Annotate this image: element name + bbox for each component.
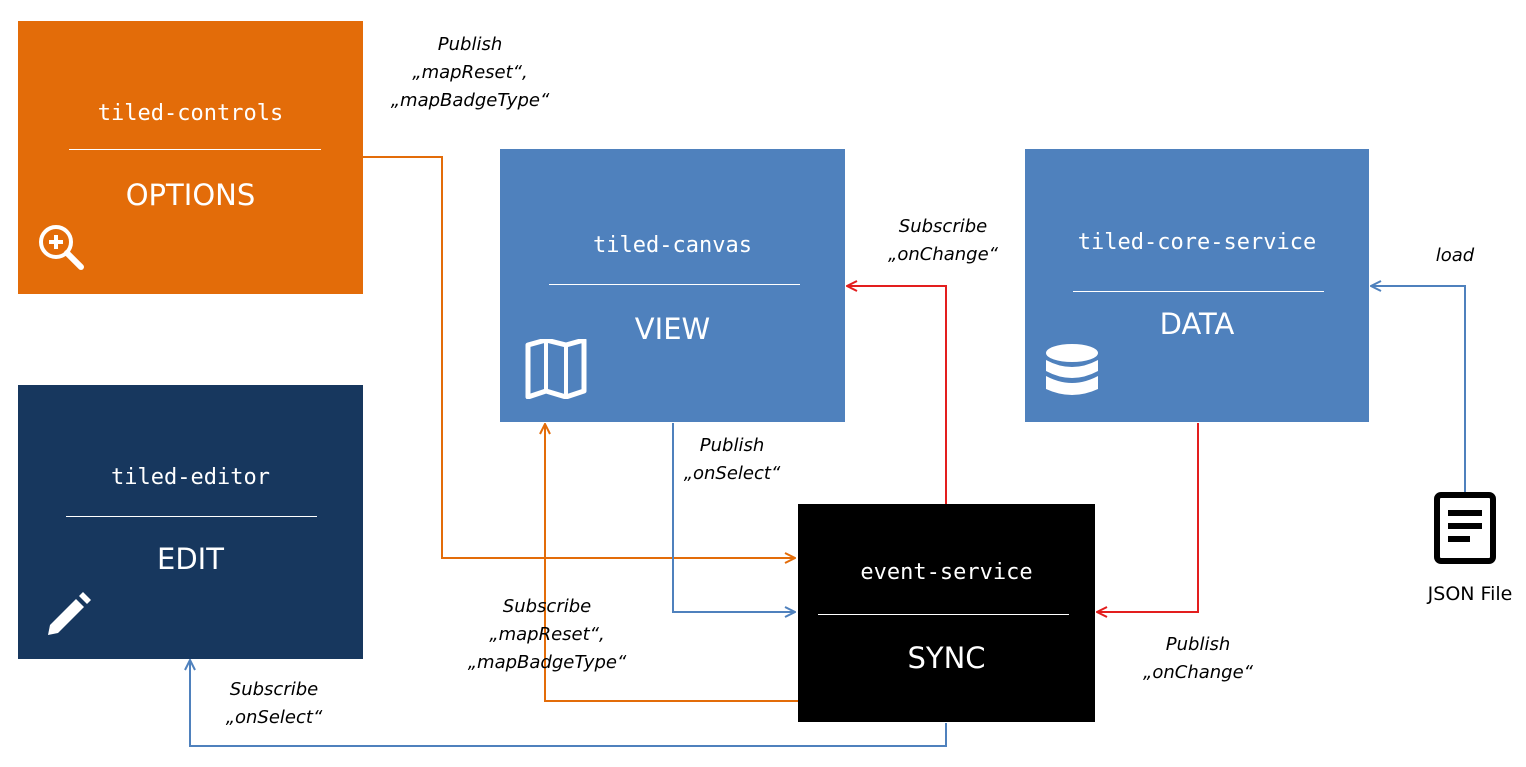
label-sync-to-edit: Subscribe „onSelect“ [194,676,354,732]
label-line: „mapReset“, [489,624,605,645]
edge-options-to-sync [363,156,795,558]
label-line: Subscribe [898,216,988,237]
node-options-code: tiled-controls [97,101,284,126]
node-sync-code: event-service [860,560,1033,585]
label-line: „mapReset“, [412,62,528,83]
edge-json-to-data [1371,286,1466,494]
node-data-divider [1073,291,1324,292]
node-edit-code: tiled-editor [111,465,270,490]
label-line: Publish [1165,634,1231,655]
edge-sync-to-view-red [847,286,947,504]
json-file-label: JSON File [1427,583,1513,605]
node-options: tiled-controls OPTIONS [18,21,363,294]
node-data-role: DATA [1159,307,1235,341]
pencil-icon [48,592,91,635]
node-sync-divider [818,614,1069,615]
label-line: Subscribe [229,679,319,700]
node-options-divider [69,149,321,150]
node-edit-role: EDIT [157,542,224,576]
database-icon [1046,344,1098,395]
label-line: Publish [699,435,765,456]
map-icon [525,339,587,399]
node-edit-divider [66,516,317,517]
edge-data-to-sync [1097,423,1199,612]
node-view-code: tiled-canvas [593,233,752,258]
node-sync-role: SYNC [907,641,986,675]
node-options-role: OPTIONS [125,178,256,212]
label-line: „mapBadgeType“ [467,652,627,673]
document-icon [1434,492,1496,564]
node-sync: event-service SYNC [798,504,1095,722]
edge-sync-to-view-orange [545,424,799,702]
label-line: „onChange“ [888,244,998,265]
node-view-role: VIEW [634,312,711,346]
label-line: Subscribe [502,596,592,617]
label-line: „mapBadgeType“ [390,90,550,111]
label-line: „onSelect“ [683,463,781,484]
label-sync-to-view-orange: Subscribe „mapReset“, „mapBadgeType“ [447,593,647,677]
node-data: tiled-core-service DATA [1025,149,1369,422]
node-view: tiled-canvas VIEW [500,149,845,422]
edge-sync-to-edit [190,660,947,747]
label-line: „onChange“ [1143,662,1253,683]
node-edit: tiled-editor EDIT [18,385,363,659]
zoom-in-icon [39,225,84,270]
label-view-to-sync: Publish „onSelect“ [652,432,812,488]
node-view-divider [549,284,800,285]
edge-view-to-sync [672,423,795,612]
label-line: „onSelect“ [225,707,323,728]
label-data-to-sync: Publish „onChange“ [1118,631,1278,687]
label-line: load [1435,245,1475,266]
label-line: Publish [437,34,503,55]
label-options-to-sync: Publish „mapReset“, „mapBadgeType“ [370,31,570,115]
label-sync-to-view-red: Subscribe „onChange“ [858,213,1028,269]
label-json-to-data: load [1405,242,1505,270]
node-data-code: tiled-core-service [1077,230,1317,255]
